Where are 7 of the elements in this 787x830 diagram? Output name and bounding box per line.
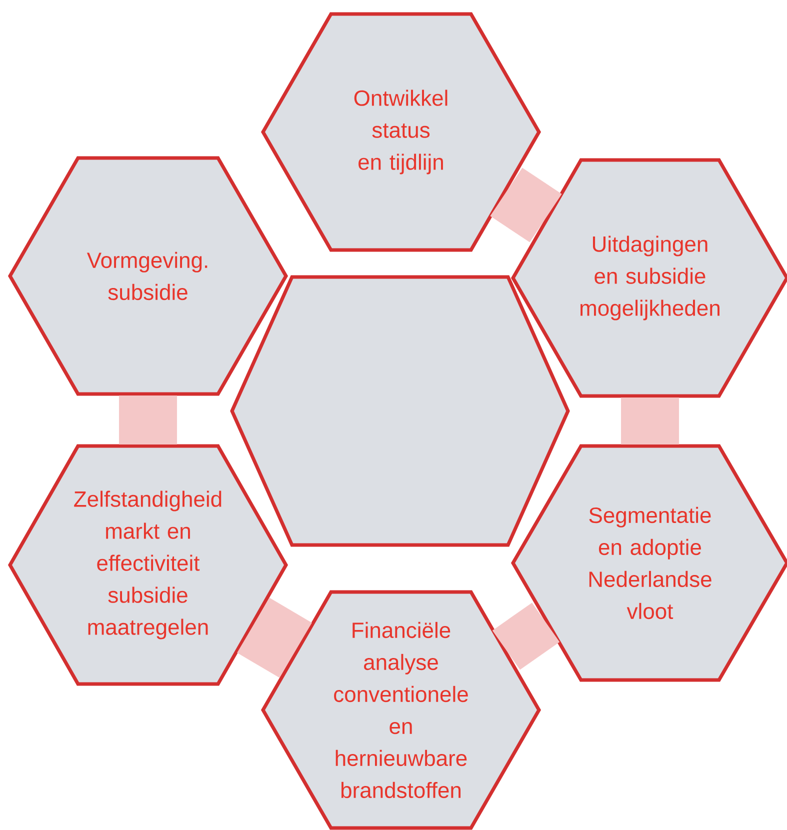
hexagon [230, 275, 570, 547]
connector-band [621, 398, 679, 444]
node-label: Uitdagingen en subsidie mogelijkheden [580, 236, 720, 320]
connector-band [237, 598, 312, 678]
connector-band [492, 602, 560, 670]
connector-band [119, 396, 177, 444]
connector-band [490, 168, 562, 242]
